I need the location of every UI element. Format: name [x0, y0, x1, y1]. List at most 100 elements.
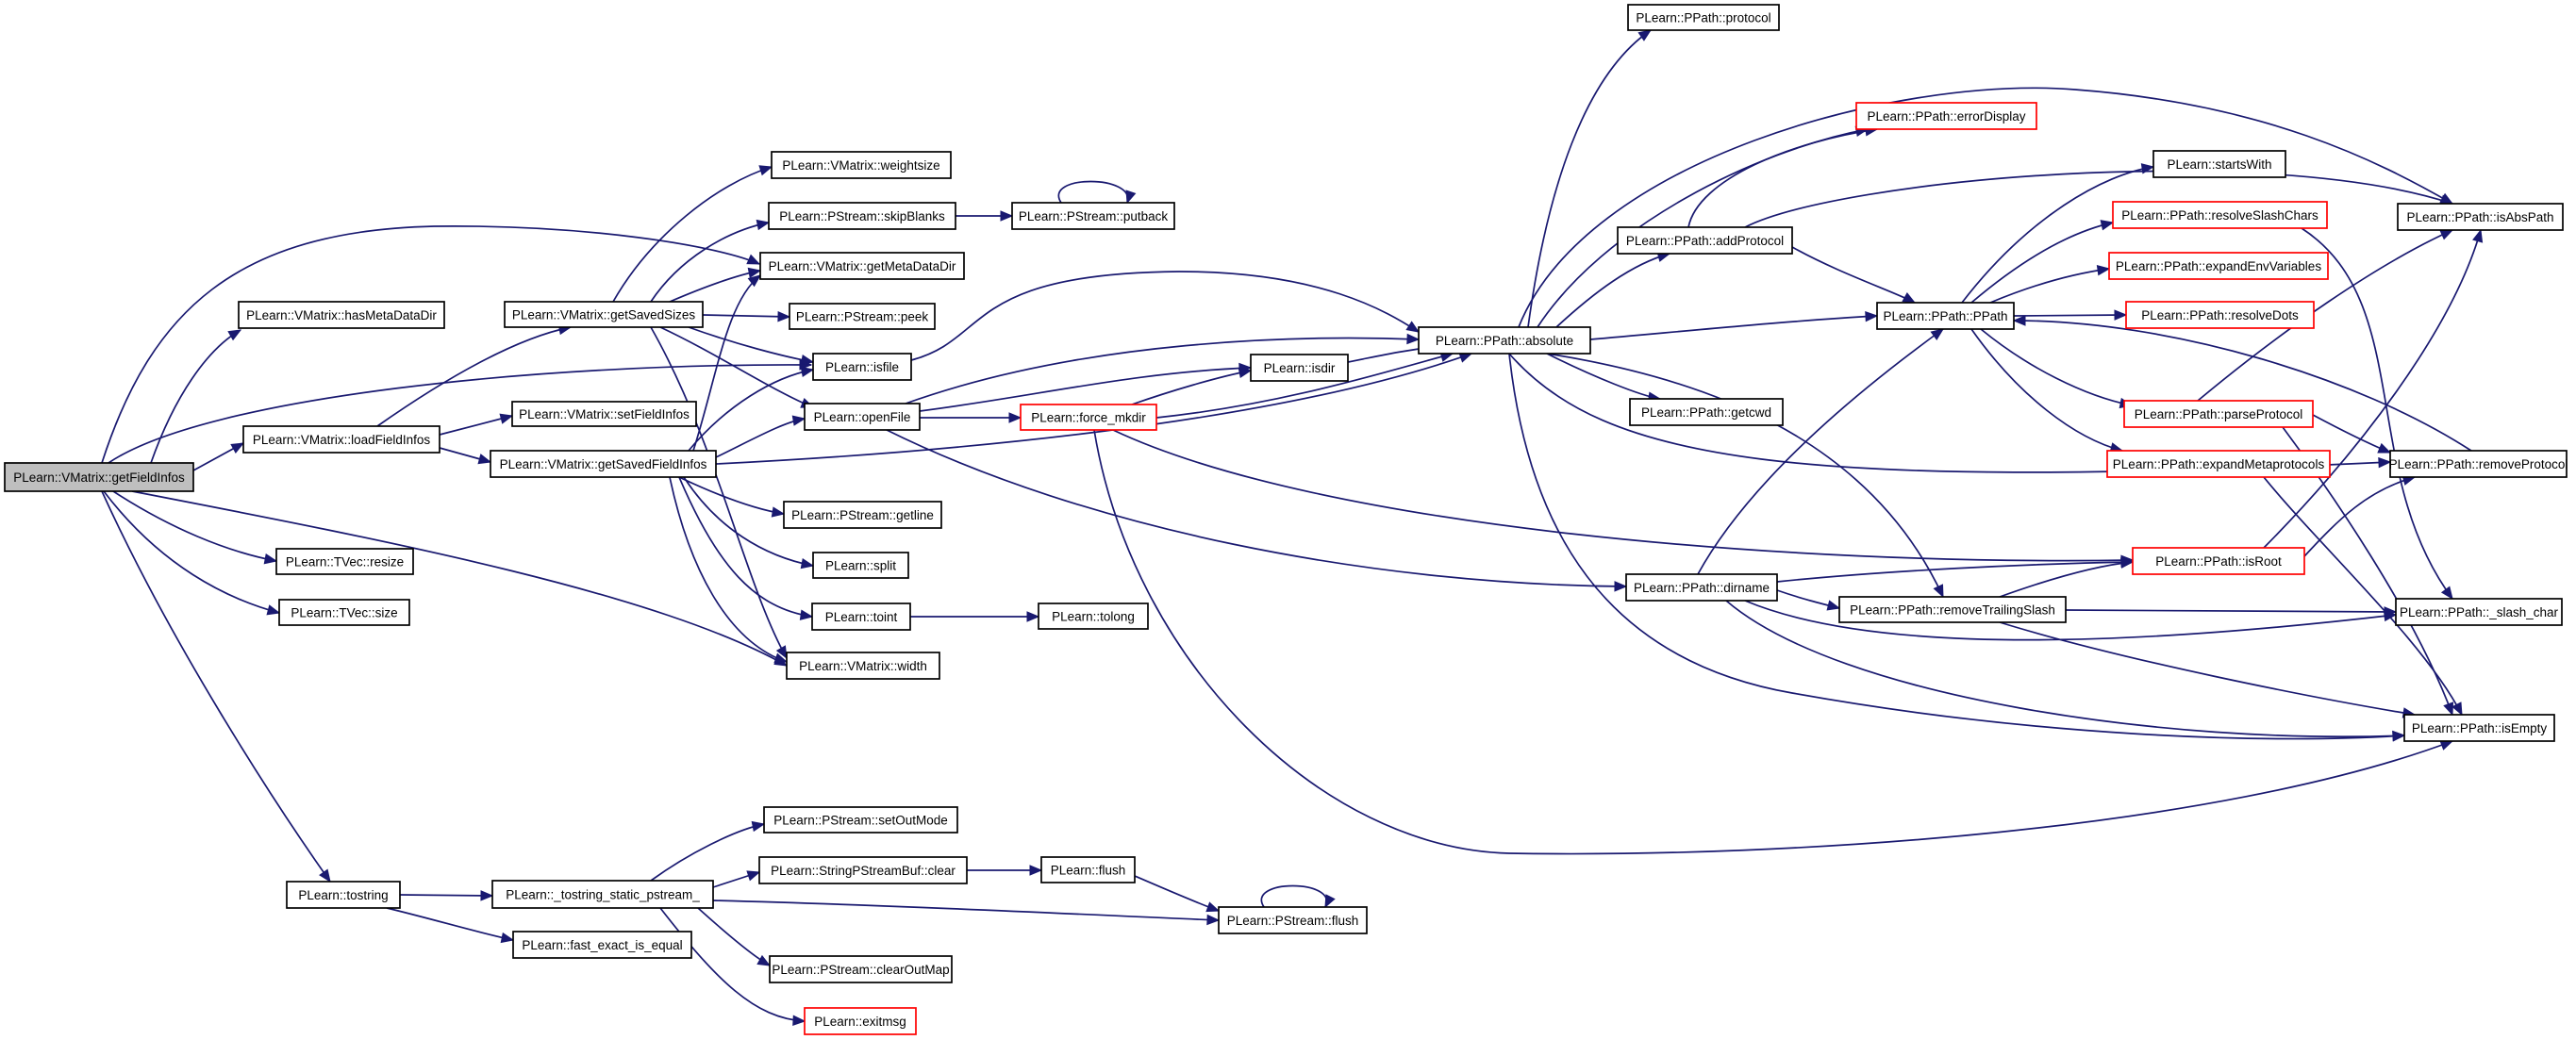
edge-line	[1791, 246, 1916, 304]
function-node-ppathCtor[interactable]: PLearn::PPath::PPath	[1876, 302, 2015, 330]
function-node-parseProtocol[interactable]: PLearn::PPath::parseProtocol	[2123, 400, 2314, 428]
function-node-protocol[interactable]: PLearn::PPath::protocol	[1627, 4, 1780, 31]
function-node-removeProtocol[interactable]: PLearn::PPath::removeProtocol	[2389, 450, 2568, 478]
function-node-forceMkdir[interactable]: PLearn::force_mkdir	[1020, 404, 1157, 431]
edge-line	[688, 326, 814, 363]
function-node-weightsize[interactable]: PLearn::VMatrix::weightsize	[771, 151, 952, 179]
node-box	[4, 462, 194, 492]
function-node-isRoot[interactable]: PLearn::PPath::isRoot	[2132, 547, 2305, 575]
function-node-tvecsize[interactable]: PLearn::TVec::size	[278, 599, 410, 626]
edge-arrowhead	[747, 274, 762, 288]
function-node-clearOutMap[interactable]: PLearn::PStream::clearOutMap	[769, 955, 953, 983]
function-node-tostringStatic[interactable]: PLearn::_tostring_static_pstream_	[491, 880, 714, 909]
call-edge-ppathCtor-to-resolveSlashChars	[1970, 220, 2115, 304]
function-node-toint[interactable]: PLearn::toint	[811, 603, 911, 631]
edge-arrowhead	[1902, 291, 1917, 304]
edge-arrowhead	[2439, 740, 2454, 751]
function-node-isAbsPath[interactable]: PLearn::PPath::isAbsPath	[2397, 203, 2564, 231]
call-edge-toint-to-tolong	[910, 611, 1040, 622]
function-node-resolveDots[interactable]: PLearn::PPath::resolveDots	[2125, 301, 2315, 329]
edge-line	[2312, 414, 2391, 454]
function-node-isEmpty[interactable]: PLearn::PPath::isEmpty	[2403, 714, 2555, 742]
edge-line	[1697, 328, 1944, 575]
function-node-getMetaDataDir[interactable]: PLearn::VMatrix::getMetaDataDir	[759, 252, 965, 280]
call-edge-loadFieldInfos-to-setFieldInfos	[439, 413, 514, 436]
node-label: PLearn::PPath::isAbsPath	[2406, 210, 2553, 224]
function-node-addProtocol[interactable]: PLearn::PPath::addProtocol	[1617, 226, 1793, 255]
call-edge-dirname-to-removeTrailingSlash	[1776, 589, 1841, 611]
function-node-getFieldInfos[interactable]: PLearn::VMatrix::getFieldInfos	[4, 462, 194, 492]
function-node-loadFieldInfos[interactable]: PLearn::VMatrix::loadFieldInfos	[242, 425, 440, 454]
function-node-hasMetaDataDir[interactable]: PLearn::VMatrix::hasMetaDataDir	[238, 301, 445, 329]
edge-line	[1744, 600, 2397, 641]
function-node-peek[interactable]: PLearn::PStream::peek	[789, 303, 936, 330]
call-edge-getSavedFieldInfos-to-openFile	[715, 415, 806, 458]
node-box	[771, 151, 952, 179]
function-node-exitmsg[interactable]: PLearn::exitmsg	[804, 1007, 917, 1035]
edge-line	[659, 326, 814, 408]
edge-line	[2263, 476, 2463, 716]
edge-line	[1518, 87, 2453, 328]
call-edge-expandMetaprotocols-to-isEmpty	[2263, 476, 2463, 717]
edge-line	[2197, 229, 2453, 402]
function-node-psFlush[interactable]: PLearn::PStream::flush	[1218, 906, 1368, 934]
call-edge-dirname-to-isEmpty	[1725, 600, 2406, 742]
function-node-split[interactable]: PLearn::split	[812, 552, 909, 579]
function-node-getcwd[interactable]: PLearn::PPath::getcwd	[1629, 398, 1784, 426]
function-node-errorDisplay[interactable]: PLearn::PPath::errorDisplay	[1855, 102, 2037, 130]
edge-line	[1131, 370, 1252, 405]
function-node-expandEnvVariables[interactable]: PLearn::PPath::expandEnvVariables	[2108, 252, 2329, 280]
call-edge-absolute-to-removeTrailingSlash	[1546, 353, 1944, 599]
call-edge-removeProtocol-to-ppathCtor	[2012, 315, 2472, 452]
function-node-fastExact[interactable]: PLearn::fast_exact_is_equal	[512, 931, 692, 959]
node-box	[759, 252, 965, 280]
function-node-putback[interactable]: PLearn::PStream::putback	[1011, 202, 1175, 230]
function-node-absolute[interactable]: PLearn::PPath::absolute	[1418, 326, 1591, 355]
function-node-openFile[interactable]: PLearn::openFile	[804, 403, 921, 431]
edge-line	[919, 367, 1252, 412]
function-node-isdir[interactable]: PLearn::isdir	[1250, 354, 1349, 382]
function-node-startsWith[interactable]: PLearn::startsWith	[2152, 150, 2286, 178]
function-node-getline[interactable]: PLearn::PStream::getline	[783, 501, 942, 529]
node-box	[804, 403, 921, 431]
function-node-getSavedSizes[interactable]: PLearn::VMatrix::getSavedSizes	[504, 301, 704, 328]
node-label: PLearn::PPath::getcwd	[1641, 405, 1771, 420]
function-node-getSavedFieldInfos[interactable]: PLearn::VMatrix::getSavedFieldInfos	[490, 450, 717, 478]
function-node-tolong[interactable]: PLearn::tolong	[1038, 603, 1149, 630]
function-node-expandMetaprotocols[interactable]: PLearn::PPath::expandMetaprotocols	[2106, 450, 2331, 478]
function-node-spsbClear[interactable]: PLearn::StringPStreamBuf::clear	[758, 856, 968, 884]
call-edge-isfile-to-absolute	[910, 271, 1421, 361]
function-node-slashChar[interactable]: PLearn::PPath::_slash_char	[2395, 598, 2563, 626]
node-box	[2123, 400, 2314, 428]
function-node-resize[interactable]: PLearn::TVec::resize	[275, 548, 414, 575]
function-node-isfile[interactable]: PLearn::isfile	[812, 353, 912, 381]
edge-arrowhead	[1865, 310, 1879, 322]
edge-arrowhead	[2472, 228, 2484, 243]
function-node-skipBlanks[interactable]: PLearn::PStream::skipBlanks	[768, 202, 956, 230]
edge-line	[131, 490, 788, 667]
node-label: PLearn::PStream::setOutMode	[773, 814, 948, 828]
node-label: PLearn::PPath::isEmpty	[2412, 721, 2548, 735]
edge-line	[886, 429, 1627, 587]
node-label: PLearn::VMatrix::width	[799, 659, 927, 673]
node-label: PLearn::startsWith	[2167, 157, 2271, 172]
call-edge-dirname-to-ppathCtor	[1697, 328, 1945, 575]
call-edge-ppathCtor-to-expandEnvVariables	[1989, 265, 2111, 304]
node-label: PLearn::fast_exact_is_equal	[522, 938, 682, 952]
call-edge-absolute-to-getcwd	[1546, 353, 1662, 403]
function-node-width[interactable]: PLearn::VMatrix::width	[786, 652, 940, 680]
node-label: PLearn::PPath::PPath	[1883, 309, 2007, 323]
function-node-tostring[interactable]: PLearn::tostring	[286, 881, 401, 909]
function-node-resolveSlashChars[interactable]: PLearn::PPath::resolveSlashChars	[2112, 201, 2328, 229]
function-node-flushFn[interactable]: PLearn::flush	[1040, 856, 1136, 883]
function-node-removeTrailingSlash[interactable]: PLearn::PPath::removeTrailingSlash	[1838, 596, 2067, 623]
call-edge-getSavedSizes-to-skipBlanks	[650, 219, 771, 303]
edge-line	[1134, 875, 1220, 912]
function-node-setOutMode[interactable]: PLearn::PStream::setOutMode	[763, 806, 958, 834]
node-label: PLearn::PPath::_slash_char	[2400, 605, 2559, 619]
node-box	[512, 931, 692, 959]
node-label: PLearn::StringPStreamBuf::clear	[771, 864, 956, 878]
function-node-dirname[interactable]: PLearn::PPath::dirname	[1625, 573, 1778, 602]
function-node-setFieldInfos[interactable]: PLearn::VMatrix::setFieldInfos	[511, 401, 697, 427]
node-box	[758, 856, 968, 884]
